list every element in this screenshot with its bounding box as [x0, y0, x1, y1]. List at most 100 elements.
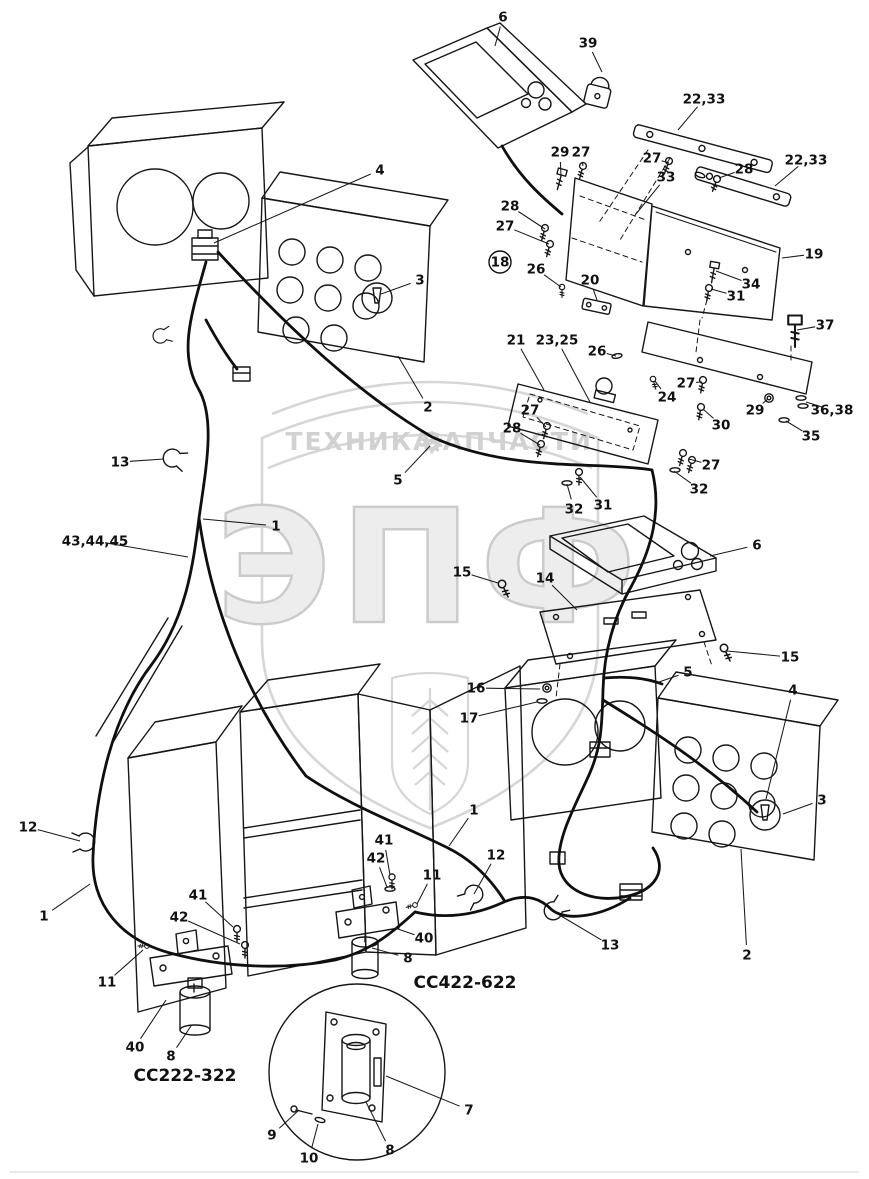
leader-line	[518, 211, 546, 230]
callout-9: 9	[267, 1128, 276, 1144]
display-unit-mid	[549, 515, 717, 595]
dashboard-panel-top-left	[69, 101, 449, 363]
callout-30: 30	[712, 418, 731, 434]
harness-top-across	[216, 250, 654, 472]
leader-line	[104, 542, 189, 558]
leader-line	[591, 51, 603, 73]
leader-line	[781, 254, 805, 259]
callout-28: 28	[501, 199, 520, 215]
mounting-bracket-folded	[565, 177, 653, 307]
leader-line	[688, 458, 702, 463]
bracket-20	[581, 297, 612, 315]
bolt-9	[290, 1105, 313, 1115]
leader-line	[129, 458, 165, 462]
callout-41: 41	[189, 888, 208, 904]
leader-line	[416, 883, 428, 905]
callout-19: 19	[805, 247, 824, 263]
callout-39: 39	[579, 36, 598, 52]
callout-18: 18	[491, 255, 510, 271]
callout-16: 16	[467, 681, 486, 697]
harness-connector-branch	[204, 318, 239, 371]
callout-43-44-45: 43,44,45	[62, 534, 129, 550]
knob-top	[361, 282, 393, 314]
console-left	[127, 705, 243, 1013]
callout-4: 4	[375, 163, 384, 179]
leader-line	[205, 901, 234, 928]
harness-main-left	[91, 260, 210, 955]
cab-frame-lines	[95, 617, 183, 745]
callout-8: 8	[403, 951, 412, 967]
watermark: ТЕХНИКА ⚙ ЗАПЧАСТИ ЭПФ	[10, 380, 859, 1173]
callout-1: 1	[271, 519, 280, 535]
leader-line	[404, 445, 431, 474]
watermark-emblem	[390, 671, 470, 816]
leader-line	[710, 288, 727, 294]
model-label-CC422-622: CC422-622	[414, 973, 517, 993]
callout-26: 26	[527, 262, 546, 278]
callout-3: 3	[817, 793, 826, 809]
leader-line	[114, 949, 144, 976]
callout-circle	[488, 250, 512, 274]
leader-line	[520, 348, 545, 391]
callout-40: 40	[415, 931, 434, 947]
leader-line	[494, 26, 501, 47]
callout-10: 10	[300, 1151, 319, 1167]
callout-22-33: 22,33	[683, 92, 726, 108]
plate-lower	[641, 321, 813, 395]
wiring-harness	[91, 144, 759, 968]
cable-clamp-13-top	[160, 444, 190, 472]
callout-17: 17	[460, 711, 479, 727]
leader-line	[551, 584, 578, 611]
callout-27: 27	[521, 403, 540, 419]
detail-view-circle	[268, 983, 446, 1161]
callout-20: 20	[581, 273, 600, 289]
callout-28: 28	[735, 162, 754, 178]
mounting-plate-14	[496, 578, 735, 704]
callout-23-25: 23,25	[536, 333, 579, 349]
diagram-line-art	[69, 22, 839, 1161]
callout-5: 5	[683, 665, 692, 681]
leader-line	[592, 289, 598, 301]
leader-line	[213, 173, 372, 244]
leader-line	[176, 1025, 192, 1048]
leader-line	[658, 674, 679, 683]
callout-29: 29	[746, 403, 765, 419]
knob-bottom	[749, 799, 781, 831]
leader-line	[805, 401, 823, 408]
leader-line	[187, 920, 241, 945]
callout-15: 15	[781, 650, 800, 666]
callout-41: 41	[375, 833, 394, 849]
callout-42: 42	[170, 910, 189, 926]
leader-line	[473, 863, 492, 895]
leader-line	[785, 420, 803, 432]
harness-right-down	[557, 468, 661, 900]
callout-24: 24	[658, 390, 677, 406]
callout-26: 26	[588, 344, 607, 360]
callout-28: 28	[503, 421, 522, 437]
callout-27: 27	[702, 458, 721, 474]
model-label-CC222-322: CC222-322	[134, 1066, 237, 1086]
lock-part	[583, 76, 612, 109]
leader-line	[673, 470, 692, 484]
callout-27: 27	[643, 151, 662, 167]
leader-line	[561, 348, 591, 403]
callout-37: 37	[816, 318, 835, 334]
leader-line	[536, 416, 547, 428]
leader-line	[654, 380, 662, 390]
console-center	[239, 663, 527, 977]
leader-line	[774, 165, 799, 187]
harness-bottom-left	[168, 910, 417, 968]
callout-27: 27	[496, 219, 515, 235]
watermark-shield-outline	[260, 400, 600, 830]
callout-42: 42	[367, 851, 386, 867]
leader-line	[579, 476, 598, 498]
callout-4: 4	[788, 683, 797, 699]
leader-line	[661, 160, 670, 164]
leader-line	[485, 687, 541, 690]
connector-small-top	[232, 366, 251, 382]
cable-clamp-icon	[151, 325, 173, 345]
callout-8: 8	[166, 1049, 175, 1065]
leader-line	[478, 701, 538, 717]
callout-11: 11	[423, 868, 442, 884]
